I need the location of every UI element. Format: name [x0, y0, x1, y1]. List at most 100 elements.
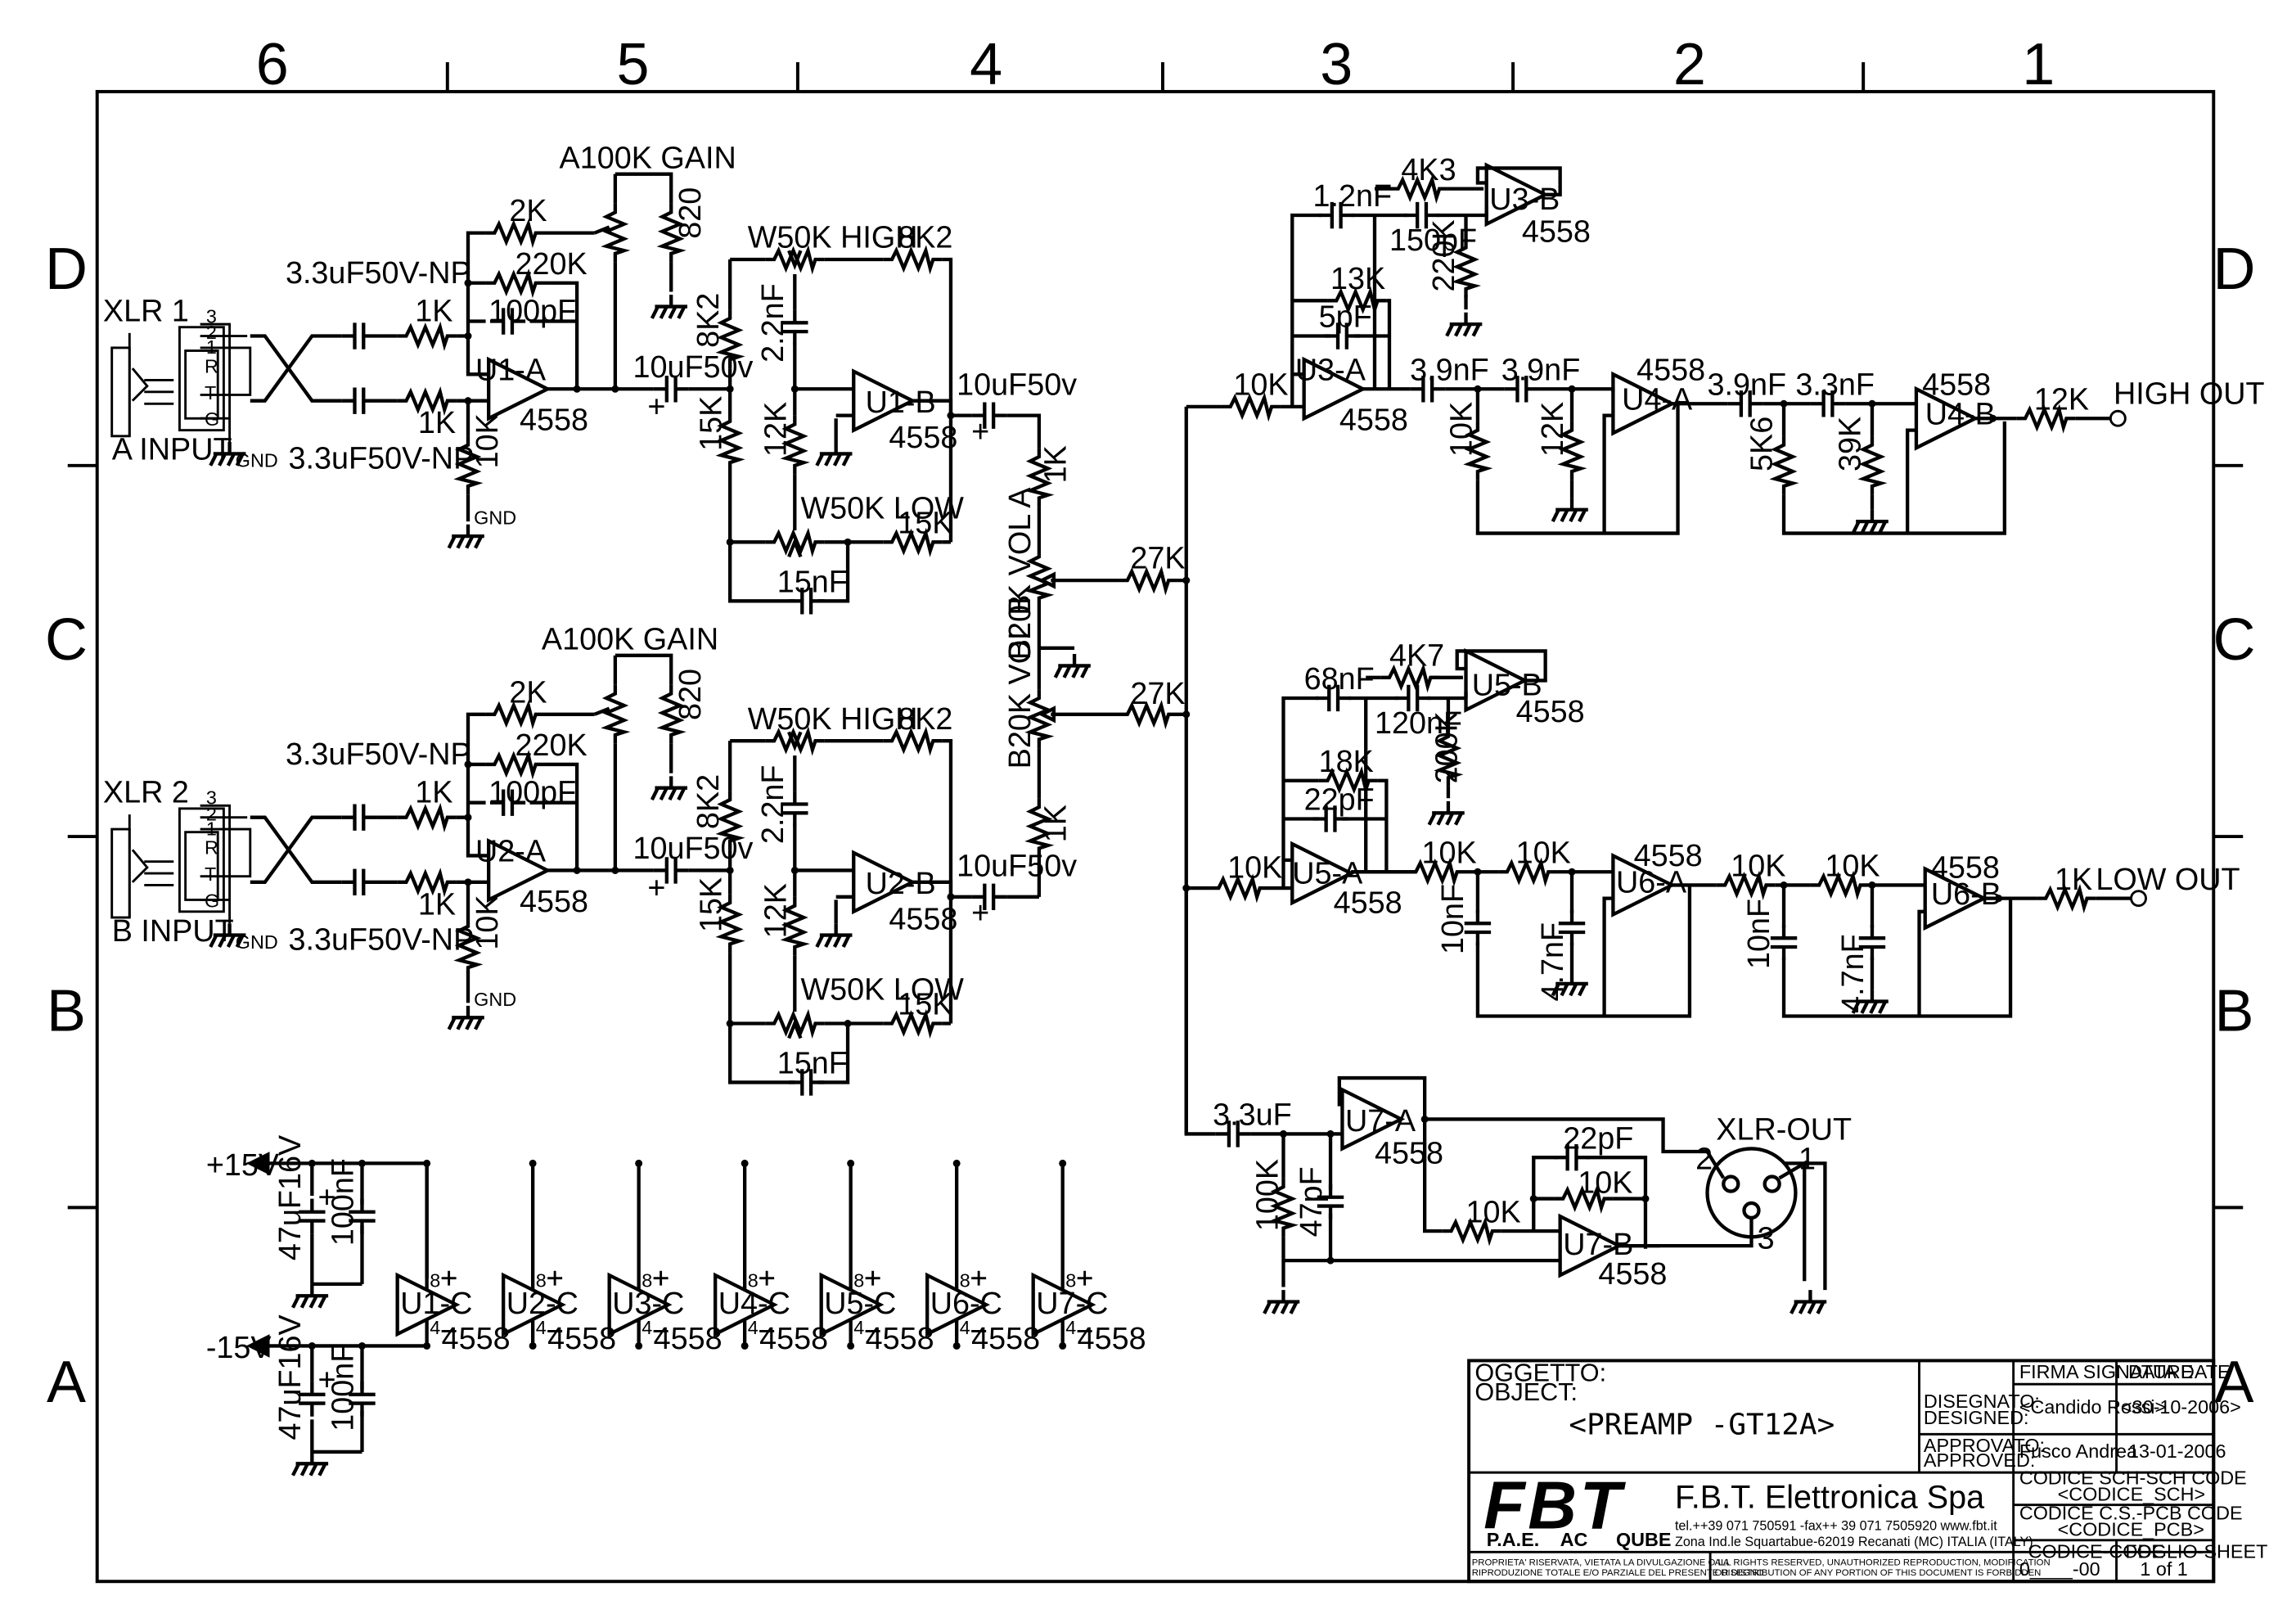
cap-in-top: 3.3uF50V-NP	[286, 256, 471, 291]
r-8k2: 8K2	[691, 774, 726, 829]
pcb-code-value: <CODICE_PCB>	[2058, 1518, 2204, 1540]
low-r-4k7: 4K7	[1389, 638, 1444, 673]
low-c-47n: 4.7nF	[1536, 922, 1570, 1002]
u5a-part: 4558	[1334, 886, 1402, 921]
xlrout-c-in: 3.3uF	[1213, 1098, 1292, 1133]
low-r-c: 10K	[1731, 850, 1785, 884]
high-r-13k: 13K	[1330, 262, 1385, 296]
u2b-part: 4558	[889, 902, 957, 936]
mix-a: 27K	[1130, 542, 1185, 576]
high-section: 10K U3-A 4558 1.2nF 4K3 150pF 13K 5pF U3…	[1222, 153, 2265, 535]
pot-gain: A100K GAIN	[542, 623, 718, 657]
u4b-part: 4558	[1922, 367, 1991, 402]
high-r-4k3: 4K3	[1401, 153, 1456, 187]
u5a-label: U5-A	[1292, 857, 1363, 891]
high-r-10k: 10K	[1445, 402, 1479, 457]
supply-unit-part: 4558	[759, 1322, 828, 1356]
r-15k: 15K	[694, 396, 728, 451]
r-in-top: 1K	[415, 295, 452, 329]
pos-c-big: 47uF16V	[273, 1134, 308, 1260]
design-date: <30-10-2006>	[2121, 1396, 2241, 1418]
xlr-input-a	[110, 322, 252, 443]
u4b-label: U4-B	[1925, 397, 1996, 431]
contact-g: G	[205, 890, 219, 911]
u6b-part: 4558	[1931, 850, 2000, 885]
company-name: F.B.T. Elettronica Spa	[1675, 1479, 1984, 1515]
high-out-label: HIGH OUT	[2114, 376, 2265, 411]
approve-date: 13-01-2006	[2128, 1440, 2226, 1462]
supply-unit-part: 4558	[654, 1322, 723, 1356]
u5b-label: U5-B	[1472, 668, 1542, 702]
cap-couple-plus: +	[647, 390, 665, 424]
supply-unit-label: U3-C	[612, 1287, 684, 1321]
u3b-label: U3-B	[1489, 183, 1560, 217]
supply-unit-part: 4558	[442, 1322, 511, 1356]
high-c-a: 3.9nF	[1410, 353, 1489, 387]
supply-unit-part: 4558	[971, 1322, 1040, 1356]
supply-unit-label: U4-C	[718, 1287, 790, 1321]
u4a-part: 4558	[1636, 353, 1705, 387]
high-c-c: 3.9nF	[1708, 367, 1787, 402]
cap-in-bot: 3.3uF50V-NP	[289, 923, 475, 958]
cap-couple-plus: +	[647, 872, 665, 906]
xlrout-r-in: 10K	[1466, 1195, 1521, 1229]
zone-3: 3	[1320, 32, 1353, 97]
contact-t: T	[205, 382, 216, 403]
firma-header: FIRMA SIGNATURE	[2019, 1361, 2194, 1382]
high-r-in: 10K	[1233, 367, 1288, 402]
high-c-d: 3.3nF	[1795, 367, 1875, 402]
pin-1: 1	[206, 336, 217, 358]
supply-unit-label: U1-C	[400, 1287, 472, 1321]
low-c-68: 68nF	[1304, 662, 1375, 697]
gnd2-label: GND	[474, 507, 516, 529]
supply-pin-4: 4	[1065, 1317, 1076, 1338]
approved-label: APPROVED:	[1924, 1449, 2035, 1471]
supply-pin-8: 8	[853, 1269, 864, 1291]
zone-a-left: A	[47, 1350, 86, 1415]
supply-pin-8: 8	[430, 1269, 440, 1291]
r-gain: 2K	[509, 194, 547, 228]
zone-c-right: C	[2213, 607, 2255, 673]
b-input-label: B INPUT	[112, 914, 234, 949]
supply-pin-4: 4	[536, 1317, 547, 1338]
c-high: 2.2nF	[756, 764, 790, 844]
high-r-39k: 39K	[1834, 417, 1868, 471]
u3b-part: 4558	[1522, 214, 1591, 249]
c-fb: 100pF	[488, 776, 576, 810]
low-r-d: 10K	[1825, 850, 1880, 884]
zone-b-left: B	[47, 979, 86, 1044]
pin-1: 1	[206, 818, 217, 839]
pin-2: 2	[206, 322, 217, 343]
low-c-10n: 10nF	[1436, 884, 1470, 954]
cap-out-plus: +	[971, 415, 989, 449]
company-contact-2: Zona Ind.le Squartabue-62019 Recanati (M…	[1675, 1535, 2033, 1549]
high-r-12k: 12K	[1536, 402, 1570, 457]
low-c-10n2: 10nF	[1742, 899, 1776, 969]
pin-3: 3	[206, 305, 217, 327]
c-fb: 100pF	[488, 295, 576, 329]
r-bias: 10K	[470, 895, 505, 949]
zone-4: 4	[970, 32, 1002, 97]
r-low: 15K	[898, 988, 952, 1022]
pot-low: W50K LOW	[801, 492, 965, 526]
gnd-label: GND	[236, 450, 278, 471]
u1a-label: U1-A	[475, 353, 547, 387]
cap-out: 10uF50v	[957, 367, 1077, 402]
supply-pin-4: 4	[430, 1317, 440, 1338]
pos-rail-label: +15V	[206, 1148, 280, 1183]
supply-unit-label: U7-C	[1036, 1287, 1108, 1321]
legal-it-2: RIPRODUZIONE TOTALE E/O PARZIALE DEL PRE…	[1472, 1568, 1764, 1578]
r-15k: 15K	[694, 877, 728, 932]
c-low: 15nF	[777, 565, 848, 599]
title-block: OGGETTO: OBJECT: <PREAMP -GT12A> DISEGNA…	[1467, 1359, 2267, 1584]
u1b-label: U1-B	[866, 385, 936, 420]
pot-low: W50K LOW	[801, 973, 965, 1008]
pin-2: 2	[206, 803, 217, 824]
mix-b: 27K	[1130, 677, 1185, 711]
supply-unit-part: 4558	[866, 1322, 934, 1356]
zone-5: 5	[616, 32, 649, 97]
designed-label: DESIGNED:	[1924, 1407, 2029, 1428]
low-r-200k: 200K	[1430, 711, 1465, 783]
supply-pin-4: 4	[853, 1317, 864, 1338]
c-high: 2.2nF	[756, 283, 790, 363]
